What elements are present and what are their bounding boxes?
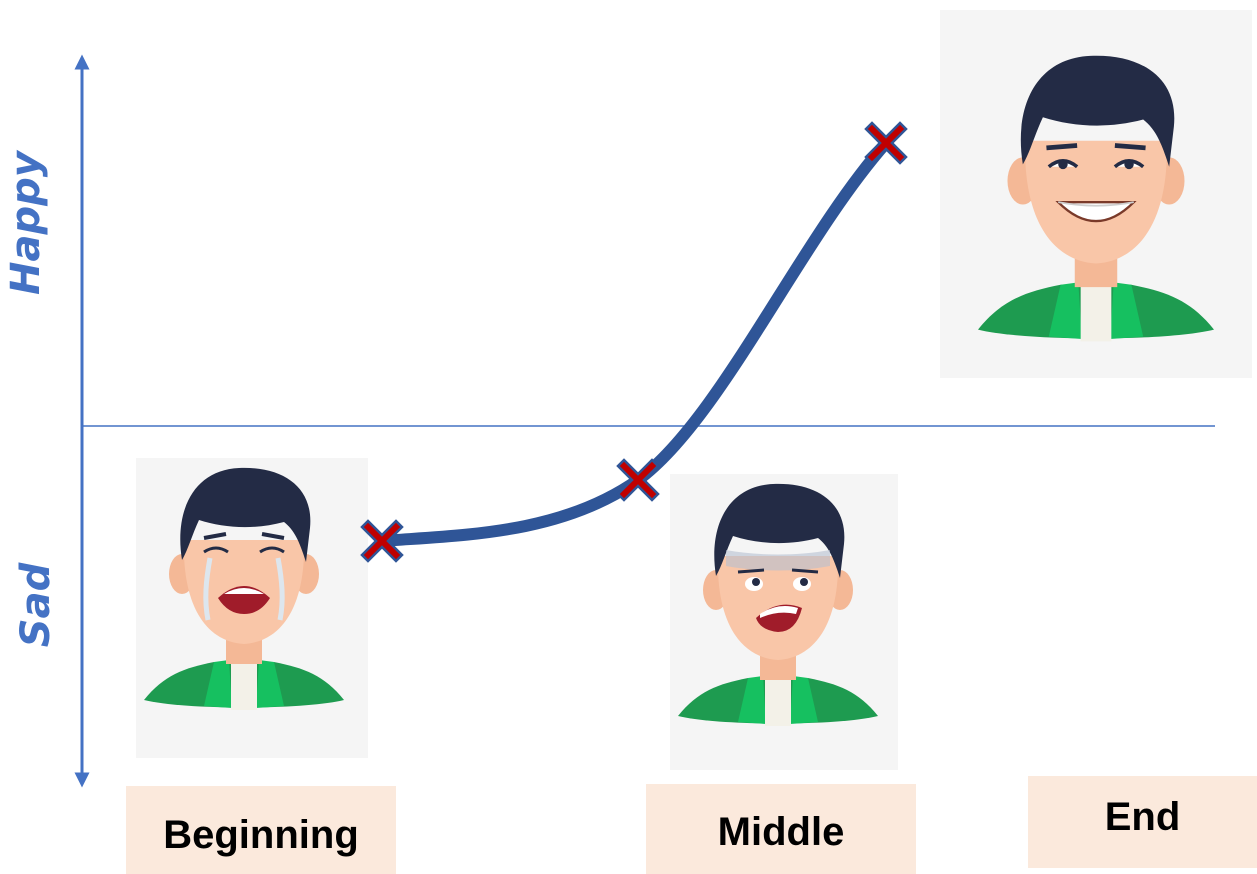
marker-end	[864, 121, 908, 165]
crying-face-icon	[136, 458, 368, 758]
stage-label-beginning: Beginning	[126, 786, 396, 874]
axis-label-happy: Happy	[3, 151, 49, 295]
stage-label-end: End	[1028, 776, 1257, 868]
marker-beginning	[360, 519, 404, 563]
marker-middle	[616, 458, 660, 502]
worried-face-icon	[670, 474, 898, 770]
stage-label-middle: Middle	[646, 784, 916, 874]
grinning-face-icon	[940, 10, 1252, 378]
axis-label-sad: Sad	[13, 562, 59, 648]
